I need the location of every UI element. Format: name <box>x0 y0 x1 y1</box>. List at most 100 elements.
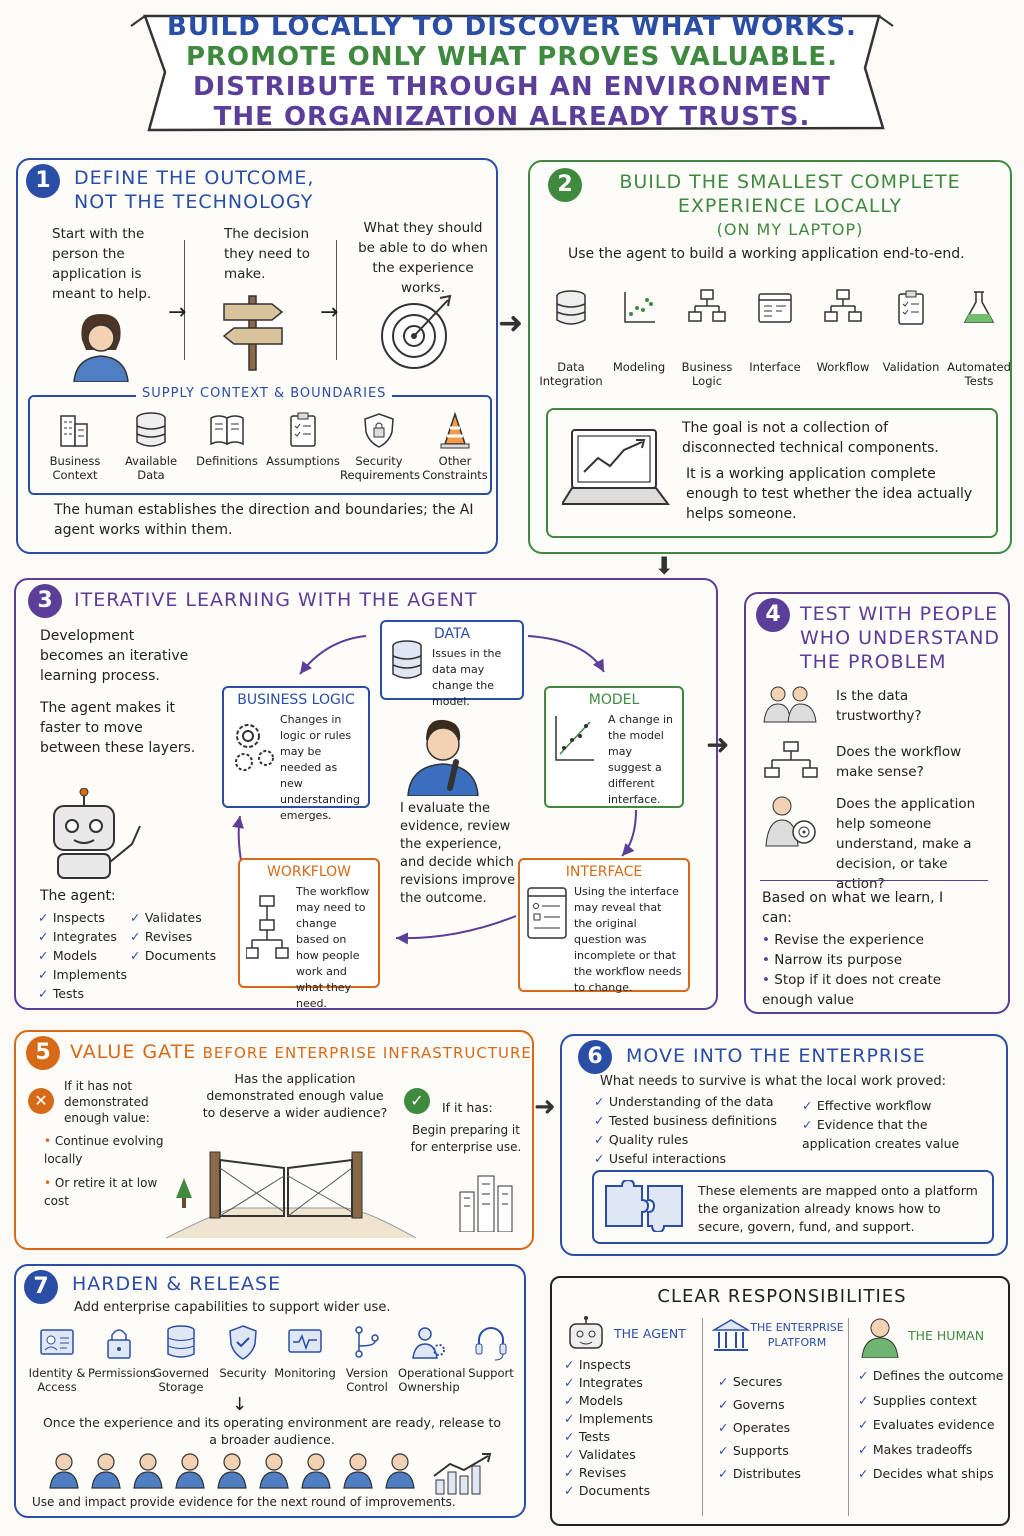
resp-human-item: Evaluates evidence <box>858 1413 1003 1438</box>
section-1-title: DEFINE THE OUTCOME, NOT THE TECHNOLOGY <box>74 166 314 214</box>
section-7-panel: 7 HARDEN & RELEASE Add enterprise capabi… <box>14 1264 526 1518</box>
s2-subtitle: Use the agent to build a working applica… <box>568 246 965 262</box>
section-2-title-line-1: BUILD THE SMALLEST COMPLETE <box>619 171 961 193</box>
section-1-panel: 1 DEFINE THE OUTCOME, NOT THE TECHNOLOGY… <box>16 158 498 554</box>
validation-icon <box>898 290 924 325</box>
growth-chart-icon <box>433 1453 492 1495</box>
security-label: Security <box>219 1366 267 1380</box>
version-control-icon <box>355 1326 379 1358</box>
group-people-icon <box>763 686 817 723</box>
mapped-box <box>592 1170 994 1244</box>
banner-text: BUILD LOCALLY TO DISCOVER WHAT WORKS. PR… <box>150 12 874 132</box>
interface-icon <box>758 293 792 323</box>
gate-road-illustration <box>166 1151 416 1239</box>
agent-action-item: Integrates <box>38 927 127 946</box>
divider <box>702 1318 703 1516</box>
s1-person-text: Start with the person the application is… <box>52 226 152 302</box>
s1-footer: The human establishes the direction and … <box>54 502 474 538</box>
divider <box>184 240 185 360</box>
identity-access-icon <box>40 1329 74 1355</box>
resp-agent-item: Models <box>564 1392 653 1410</box>
survive-list-2: Effective workflowEvidence that the appl… <box>802 1096 992 1153</box>
s7-subtitle: Add enterprise capabilities to support w… <box>74 1300 391 1315</box>
survive-item: Quality rules <box>594 1130 777 1149</box>
audience-person-icon <box>343 1453 373 1489</box>
resp-human-item: Defines the outcome <box>858 1364 1004 1389</box>
arrow-right-icon: ➜ <box>534 1092 556 1122</box>
audience-person-icon <box>175 1453 205 1489</box>
divider <box>336 240 337 360</box>
flowchart-icon <box>246 895 289 959</box>
security-icon <box>229 1325 257 1360</box>
resp-human-title: THE HUMAN <box>908 1328 985 1343</box>
arrow-down-icon: ⬇ <box>654 552 675 580</box>
monitoring-icon <box>288 1329 322 1353</box>
resp-agent-item: Integrates <box>564 1374 653 1392</box>
security-requirements-icon <box>364 413 394 448</box>
data-card-text: Issues in the data may change the model. <box>432 647 502 708</box>
learn-action-item: Narrow its purpose <box>762 950 972 970</box>
agent-action-item: Documents <box>130 946 216 965</box>
modeling-label: Modeling <box>612 360 666 374</box>
human-icon <box>861 1318 899 1358</box>
resp-platform-item: Distributes <box>718 1462 801 1485</box>
goal-text-1: The goal is not a collection of disconne… <box>682 420 939 456</box>
available-data-label: Available Data <box>124 454 178 482</box>
automated-tests-icon <box>963 291 995 323</box>
banner-ribbon <box>130 14 894 132</box>
interface-label: Interface <box>749 360 801 374</box>
section-2-panel: 2 BUILD THE SMALLEST COMPLETE EXPERIENCE… <box>528 160 1012 554</box>
agent-actions-list-2: ValidatesRevisesDocuments <box>130 908 216 965</box>
agent-actions-list-1: InspectsIntegratesModelsImplementsTests <box>38 908 127 1003</box>
version-control-label: Version Control <box>345 1366 389 1394</box>
data-card: DATA Issues in the data may change the m… <box>380 620 524 708</box>
s7-footer: Use and impact provide evidence for the … <box>32 1495 456 1509</box>
interface-card: INTERFACE Using the interface may reveal… <box>518 858 690 994</box>
person-icon <box>73 314 129 382</box>
business-logic-card-text: Changes in logic or rules may be needed … <box>280 713 360 822</box>
resp-human-item: Makes tradeoffs <box>858 1438 1003 1463</box>
arrow-right-icon: → <box>320 300 339 325</box>
banner-line-2: PROMOTE ONLY WHAT PROVES VALUABLE. <box>185 42 838 72</box>
step-number-2: 2 <box>548 168 582 202</box>
assumptions-icon <box>290 412 316 447</box>
goal-box <box>546 408 998 538</box>
not-demonstrated-item: Continue evolving locally <box>44 1132 164 1168</box>
survive-item: Useful interactions <box>594 1149 777 1168</box>
question-data: Is the data trustworthy? <box>836 688 922 724</box>
s3-text-1: Development becomes an iterative learnin… <box>40 628 189 684</box>
business-logic-icon <box>688 289 726 322</box>
robot-head-icon <box>569 1316 603 1349</box>
city-buildings-icon <box>459 1175 513 1232</box>
support-label: Support <box>468 1366 514 1380</box>
target-icon <box>381 294 452 369</box>
resp-human-item: Decides what ships <box>858 1462 1003 1487</box>
step-number-3: 3 <box>28 584 62 618</box>
resp-agent-item: Tests <box>564 1428 653 1446</box>
divider <box>848 1318 849 1516</box>
section-5-panel: 5 VALUE GATE BEFORE ENTERPRISE INFRASTRU… <box>14 1030 534 1250</box>
survive-item: Evidence that the application creates va… <box>802 1115 992 1153</box>
s6-subtitle: What needs to survive is what the local … <box>600 1074 947 1089</box>
signpost-icon <box>222 295 284 371</box>
banner-line-1: BUILD LOCALLY TO DISCOVER WHAT WORKS. <box>167 12 857 42</box>
resp-agent-item: Revises <box>564 1464 653 1482</box>
resp-platform-item: Operates <box>718 1416 801 1439</box>
section-5-title: VALUE GATE BEFORE ENTERPRISE INFRASTRUCT… <box>70 1040 532 1065</box>
survive-item: Effective workflow <box>802 1096 992 1115</box>
audience-person-icon <box>49 1453 79 1489</box>
support-icon <box>475 1327 507 1361</box>
step-number-6: 6 <box>578 1040 612 1074</box>
banner-line-4: THE ORGANIZATION ALREADY TRUSTS. <box>213 102 811 132</box>
section-2-title-line-3: (ON MY LAPTOP) <box>716 220 864 239</box>
audience-person-icon <box>301 1453 331 1489</box>
data-integration-label: Data Integration <box>539 360 603 388</box>
resp-human-list: Defines the outcomeSupplies contextEvalu… <box>858 1364 1004 1487</box>
security-requirements-label: Security Requirements <box>340 454 420 482</box>
step-number-7: 7 <box>24 1270 58 1304</box>
audience-person-icon <box>217 1453 247 1489</box>
workflow-label: Workflow <box>816 360 870 374</box>
no-x-icon: ✕ <box>28 1088 54 1114</box>
learn-action-item: Revise the experience <box>762 930 972 950</box>
audience-person-icon <box>91 1453 121 1489</box>
